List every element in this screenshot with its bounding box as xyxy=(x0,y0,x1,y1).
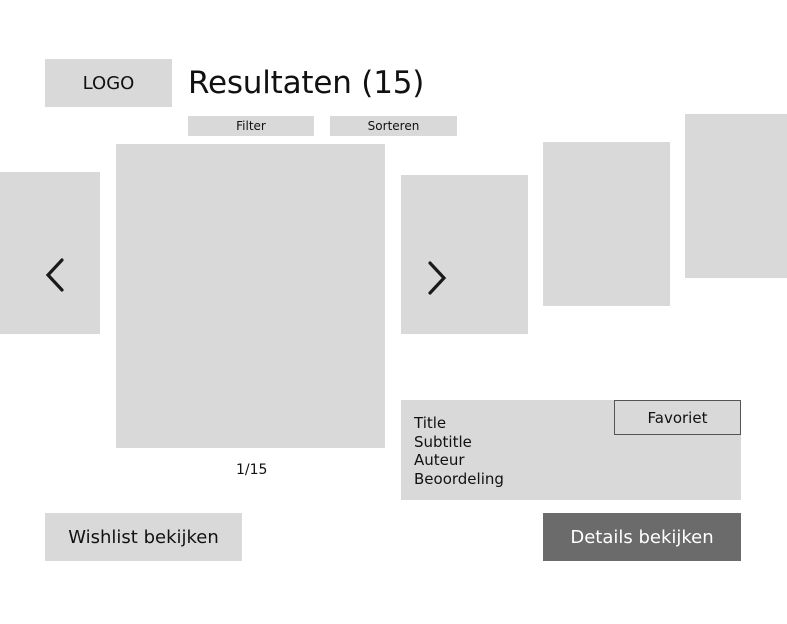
logo: LOGO xyxy=(45,59,172,107)
logo-label: LOGO xyxy=(82,72,135,94)
wishlist-label: Wishlist bekijken xyxy=(68,526,219,548)
carousel-card-4[interactable] xyxy=(685,114,787,278)
item-info-panel: Title Subtitle Auteur Beoordeling Favori… xyxy=(401,400,741,500)
filter-button[interactable]: Filter xyxy=(188,116,314,136)
item-author: Auteur xyxy=(414,451,465,470)
sort-button[interactable]: Sorteren xyxy=(330,116,457,136)
chevron-left-icon[interactable] xyxy=(44,258,66,296)
details-label: Details bekijken xyxy=(570,526,714,548)
item-rating: Beoordeling xyxy=(414,469,504,488)
carousel-card-current[interactable] xyxy=(116,144,385,448)
wishlist-button[interactable]: Wishlist bekijken xyxy=(45,513,242,561)
sort-label: Sorteren xyxy=(367,119,420,133)
favorite-button[interactable]: Favoriet xyxy=(614,400,741,435)
details-button[interactable]: Details bekijken xyxy=(543,513,741,561)
carousel-card-previous[interactable] xyxy=(0,172,100,334)
item-subtitle: Subtitle xyxy=(414,432,472,451)
carousel-card-3[interactable] xyxy=(543,142,670,306)
favorite-label: Favoriet xyxy=(647,408,708,427)
item-title: Title xyxy=(414,414,447,432)
chevron-right-icon[interactable] xyxy=(426,261,448,299)
filter-label: Filter xyxy=(236,119,266,133)
carousel-card-next[interactable] xyxy=(401,175,528,334)
page-counter: 1/15 xyxy=(236,462,268,478)
page-title: Resultaten (15) xyxy=(188,65,425,101)
